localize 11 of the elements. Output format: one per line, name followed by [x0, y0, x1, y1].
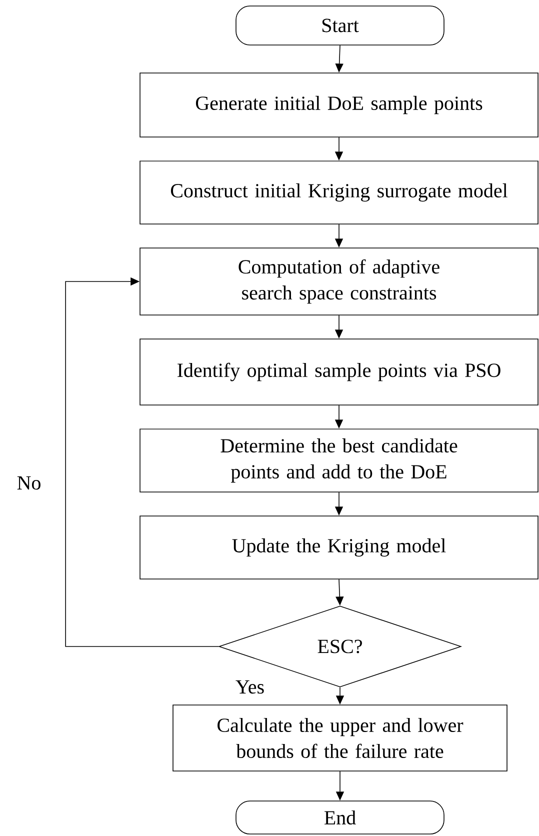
terminal-box: Start — [236, 6, 444, 46]
edge-label: No — [16, 475, 42, 491]
terminal-box: End — [236, 800, 444, 834]
process-box: Update the Kriging model — [140, 516, 538, 580]
process-box: Generate initial DoE sample points — [140, 72, 538, 138]
process-box: Computation of adaptive search space constraints — [140, 248, 538, 316]
process-box: Determine the best candidate points and add to the DoE — [140, 428, 538, 492]
process-box: Construct initial Kriging surrogate model — [140, 160, 538, 224]
process-box: Identify optimal sample points via PSO — [140, 338, 538, 406]
arrow — [65, 277, 219, 647]
process-box: Calculate the upper and lower bounds of the failure rate — [172, 704, 508, 772]
